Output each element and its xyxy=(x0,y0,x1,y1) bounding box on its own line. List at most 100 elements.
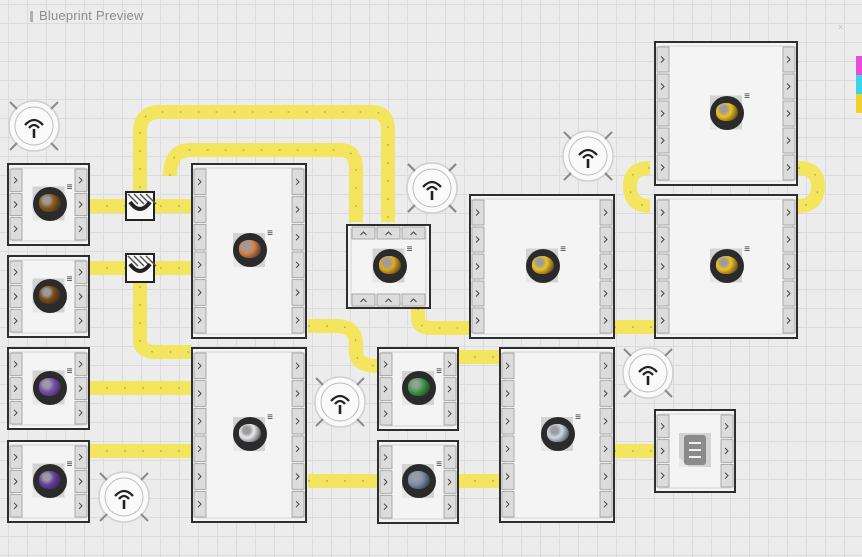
chevron-right-icon xyxy=(197,178,202,186)
belt-segment xyxy=(797,161,825,213)
pylon-leg xyxy=(563,172,572,181)
bowl-icon: ≡ xyxy=(543,413,581,449)
chevron-right-icon xyxy=(660,290,665,297)
input-port xyxy=(193,279,207,306)
output-port xyxy=(74,192,88,217)
chevron-right-icon xyxy=(13,268,18,276)
input-port xyxy=(656,280,670,307)
input-port xyxy=(656,127,670,154)
pylon-leg xyxy=(9,101,18,110)
chevron-right-icon xyxy=(447,410,452,418)
chevron-up-icon xyxy=(410,298,417,303)
input-port xyxy=(9,445,23,469)
output-port xyxy=(599,199,613,226)
chevron-right-icon xyxy=(603,500,608,508)
chevron-right-icon xyxy=(383,503,388,511)
ore-icon: ≡ xyxy=(34,274,73,311)
output-port xyxy=(291,196,305,223)
origocrust-block xyxy=(239,240,261,258)
wifi-icon-inner xyxy=(118,494,130,500)
relay-pylons xyxy=(8,100,674,523)
chevron-right-icon xyxy=(295,233,300,241)
chevron-right-icon xyxy=(603,263,608,270)
relay-pylon xyxy=(622,347,674,399)
splitter-stripe xyxy=(127,255,139,267)
chevron-right-icon xyxy=(660,472,665,480)
input-port xyxy=(9,192,23,217)
chevron-right-icon xyxy=(505,473,510,480)
wifi-icon xyxy=(330,394,350,402)
gear-icon: ≡ xyxy=(744,243,750,255)
input-port xyxy=(501,463,515,490)
relay-pylon xyxy=(98,471,150,523)
chevron-right-icon xyxy=(197,289,202,296)
input-port xyxy=(656,414,670,439)
chevron-up-icon xyxy=(385,231,392,236)
pylon-leg xyxy=(356,377,365,386)
splitter-curve-icon xyxy=(128,200,152,211)
chevron-right-icon xyxy=(78,409,83,417)
chevron-right-icon xyxy=(786,317,791,324)
belt-segment xyxy=(308,319,379,373)
input-port xyxy=(379,470,393,494)
gem-icon: ≡ xyxy=(404,367,442,403)
chevron-right-icon xyxy=(197,362,202,370)
chevron-right-icon xyxy=(13,225,18,233)
output-port xyxy=(720,463,734,488)
gear-icon: ≡ xyxy=(575,412,581,423)
input-port xyxy=(501,352,515,380)
chevron-right-icon xyxy=(78,268,83,276)
ore-powder xyxy=(378,255,401,274)
chevron-right-icon xyxy=(13,502,18,510)
block-icon: ≡ xyxy=(235,229,273,265)
chevron-right-icon xyxy=(786,290,791,297)
output-port xyxy=(443,352,457,377)
chevron-right-icon xyxy=(603,445,608,453)
chevron-right-icon xyxy=(724,472,729,480)
machine-core-notch xyxy=(32,210,43,221)
pylon-leg xyxy=(448,163,457,172)
input-port xyxy=(501,380,515,407)
chevron-right-icon xyxy=(660,209,665,216)
machine-core-notch xyxy=(32,487,43,498)
machine-inner-frame xyxy=(195,351,303,519)
document-line xyxy=(689,449,701,451)
gold-compound xyxy=(532,255,554,274)
gold-compound xyxy=(716,255,738,274)
chevron-right-icon xyxy=(786,164,791,171)
chevron-right-icon xyxy=(660,110,665,117)
chevron-right-icon xyxy=(295,178,300,186)
amethyst-block xyxy=(239,424,261,442)
pylon-leg xyxy=(604,131,613,140)
input-port xyxy=(471,226,485,253)
close-icon[interactable]: × xyxy=(838,22,844,32)
input-port xyxy=(9,469,23,494)
input-port xyxy=(9,168,23,192)
chevron-right-icon xyxy=(505,362,510,370)
wifi-icon xyxy=(114,489,134,497)
accent-cyan xyxy=(856,75,862,94)
pylon-ring xyxy=(14,106,54,146)
chevron-right-icon xyxy=(475,236,480,243)
splitter xyxy=(125,253,157,283)
input-port xyxy=(656,154,670,181)
amethyst-part xyxy=(547,424,569,442)
output-port xyxy=(782,226,796,253)
output-port xyxy=(291,352,305,380)
output-port xyxy=(291,490,305,518)
gear-icon: ≡ xyxy=(744,90,750,102)
chevron-right-icon xyxy=(295,473,300,480)
chevron-right-icon xyxy=(786,110,791,117)
window-title: Blueprint Preview xyxy=(39,8,144,23)
crystal-icon: ≡ xyxy=(34,366,73,403)
gear-icon: ≡ xyxy=(436,459,442,470)
output-port xyxy=(401,293,426,307)
relay-pylon xyxy=(314,376,366,428)
input-port xyxy=(656,307,670,334)
gear-icon: ≡ xyxy=(267,228,273,239)
pylon-leg xyxy=(99,513,108,522)
input-port xyxy=(379,445,393,470)
input-port xyxy=(9,352,23,376)
chevron-right-icon xyxy=(13,317,18,325)
